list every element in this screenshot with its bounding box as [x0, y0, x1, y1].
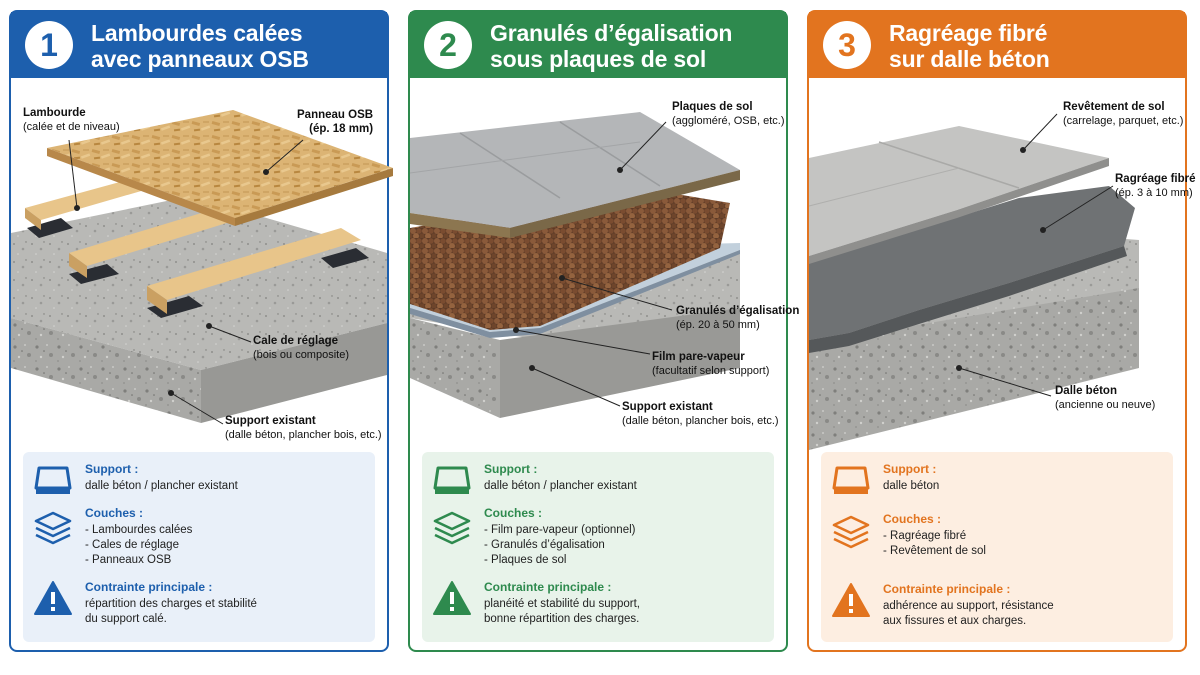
concrete-slab-front [410, 318, 500, 418]
joist-end [69, 253, 87, 278]
panel-title: Lambourdes calées avec panneaux OSB [91, 20, 309, 72]
constraint-section: Contrainte principale : répartition des … [85, 580, 257, 625]
illustration-granules: Plaques de sol (aggloméré, OSB, etc.) Gr… [409, 78, 799, 450]
concrete-slab-front [809, 288, 1139, 450]
panel-header: 2 Granulés d’égalisation sous plaques de… [410, 12, 786, 78]
label-dalle: Dalle béton (ancienne ou neuve) [1055, 385, 1156, 411]
panel-lambourdes: 1 Lambourdes calées avec panneaux OSB [9, 10, 393, 652]
panel-granules: 2 Granulés d’égalisation sous plaques de… [408, 10, 799, 652]
label-plaques: Plaques de sol (aggloméré, OSB, etc.) [672, 101, 785, 127]
joist-end [25, 208, 41, 230]
support-icon [34, 466, 72, 494]
warning-icon [34, 581, 72, 615]
step-number: 2 [424, 21, 472, 69]
shim-block [321, 248, 369, 268]
support-section: Support : dalle béton [883, 462, 940, 492]
concrete-slab-front [11, 318, 201, 423]
shim-block [27, 218, 73, 238]
constraint-section: Contrainte principale : planéité et stab… [484, 580, 640, 625]
panel-ragreage: 3 Ragréage fibré sur dalle béton Revêtem… [807, 10, 1196, 652]
osb-panel-edge [47, 148, 235, 226]
layers-section: Couches : - Film pare-vapeur (optionnel)… [484, 506, 636, 566]
levelling-compound [809, 186, 1135, 340]
concrete-slab-side [500, 308, 740, 418]
label-cale: Cale de réglage (bois ou composite) [253, 335, 349, 361]
support-section: Support : dalle béton / plancher existan… [484, 462, 637, 492]
illustration-lambourdes: Lambourde (calée et de niveau) Panneau O… [11, 78, 393, 450]
layers-icon [433, 511, 471, 545]
layers-icon [832, 515, 870, 549]
joist-end [147, 286, 167, 314]
panel-title: Granulés d’égalisation sous plaques de s… [490, 20, 733, 72]
layer-diagram [11, 110, 393, 425]
support-icon [433, 466, 471, 494]
joist [147, 228, 361, 300]
floor-plate [410, 112, 740, 228]
label-lambourde: Lambourde (calée et de niveau) [23, 107, 120, 133]
label-support: Support existant (dalle béton, plancher … [622, 401, 779, 427]
osb-panel [47, 110, 393, 218]
step-number: 1 [25, 21, 73, 69]
label-osb: Panneau OSB (ép. 18 mm) [297, 109, 374, 135]
shim-block [69, 264, 119, 284]
layers-section: Couches : - Lambourdes calées - Cales de… [85, 506, 193, 566]
levelling-compound-edge [809, 246, 1127, 353]
illustration-ragreage: Revêtement de sol (carrelage, parquet, e… [808, 78, 1196, 450]
concrete-slab-side [201, 323, 387, 423]
osb-panel-edge [235, 168, 393, 226]
layer-diagram [808, 113, 1139, 450]
layers-section: Couches : - Ragréage fibré - Revêtement … [883, 512, 986, 557]
label-film: Film pare-vapeur (facultatif selon suppo… [652, 351, 770, 377]
floor-plate-edge [510, 170, 740, 238]
layer-diagram [409, 112, 740, 418]
info-box: Support : dalle béton Couches : - Ragréa… [821, 452, 1173, 642]
panel-title: Ragréage fibré sur dalle béton [889, 20, 1050, 72]
floor-covering [809, 126, 1109, 256]
floor-covering-edge [809, 158, 1109, 264]
info-box: Support : dalle béton / plancher existan… [422, 452, 774, 642]
label-revetement: Revêtement de sol (carrelage, parquet, e… [1063, 101, 1184, 127]
warning-icon [433, 581, 471, 615]
info-box: Support : dalle béton / plancher existan… [23, 452, 375, 642]
constraint-section: Contrainte principale : adhérence au sup… [883, 582, 1054, 627]
shim-block [147, 296, 203, 318]
label-granules: Granulés d’égalisation (ép. 20 à 50 mm) [676, 305, 800, 331]
panel-header: 3 Ragréage fibré sur dalle béton [809, 12, 1185, 78]
warning-icon [832, 583, 870, 617]
panel-header: 1 Lambourdes calées avec panneaux OSB [11, 12, 387, 78]
floor-plate-edge [410, 213, 510, 238]
label-ragreage: Ragréage fibré (ép. 3 à 10 mm) [1115, 173, 1196, 199]
step-number: 3 [823, 21, 871, 69]
support-section: Support : dalle béton / plancher existan… [85, 462, 238, 492]
label-support: Support existant (dalle béton, plancher … [225, 415, 382, 441]
layers-icon [34, 511, 72, 545]
support-icon [832, 466, 870, 494]
